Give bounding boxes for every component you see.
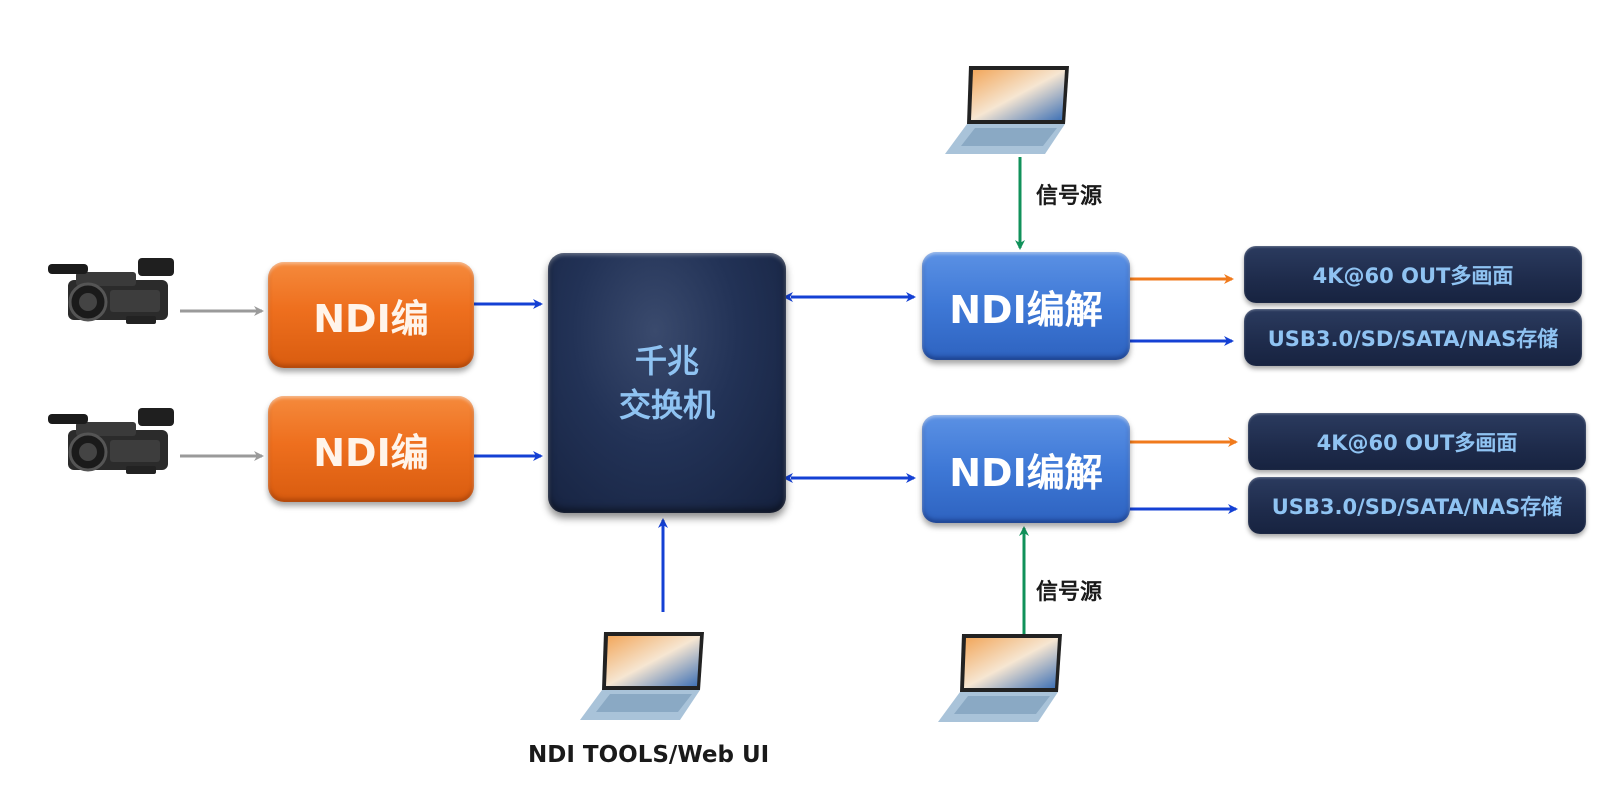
switch-label-line2: 交换机 — [618, 386, 715, 424]
ndi-encoder-2-label: NDI编 — [313, 430, 429, 475]
switch-label-line1: 千兆 — [634, 342, 699, 380]
ndi-codec-1-label: NDI编解 — [949, 287, 1103, 332]
output-4k-bottom-label: 4K@60 OUT多画面 — [1316, 430, 1518, 455]
output-4k-bottom: 4K@60 OUT多画面 — [1248, 413, 1586, 470]
output-4k-top: 4K@60 OUT多画面 — [1244, 246, 1582, 303]
laptop-icon — [938, 634, 1062, 722]
laptop-icon — [945, 66, 1069, 154]
output-storage-bottom-label: USB3.0/SD/SATA/NAS存储 — [1271, 494, 1563, 519]
tools-label: NDI TOOLS/Web UI — [528, 742, 770, 768]
camcorder-icon — [48, 408, 174, 474]
camcorder-icon — [48, 258, 174, 324]
ndi-encoder-1: NDI编 — [268, 262, 474, 368]
ndi-encoder-1-label: NDI编 — [313, 296, 429, 341]
output-storage-bottom: USB3.0/SD/SATA/NAS存储 — [1248, 477, 1586, 534]
output-storage-top-label: USB3.0/SD/SATA/NAS存储 — [1267, 326, 1559, 351]
output-storage-top: USB3.0/SD/SATA/NAS存储 — [1244, 309, 1582, 366]
laptop-icon — [580, 632, 704, 720]
ndi-encoder-2: NDI编 — [268, 396, 474, 502]
signal-source-label-top: 信号源 — [1036, 184, 1103, 209]
ndi-codec-2-label: NDI编解 — [949, 450, 1103, 495]
signal-source-label-bottom: 信号源 — [1036, 580, 1103, 605]
output-4k-top-label: 4K@60 OUT多画面 — [1312, 263, 1514, 288]
ndi-codec-1: NDI编解 — [922, 252, 1130, 360]
gigabit-switch: 千兆 交换机 — [548, 253, 786, 513]
ndi-codec-2: NDI编解 — [922, 415, 1130, 523]
